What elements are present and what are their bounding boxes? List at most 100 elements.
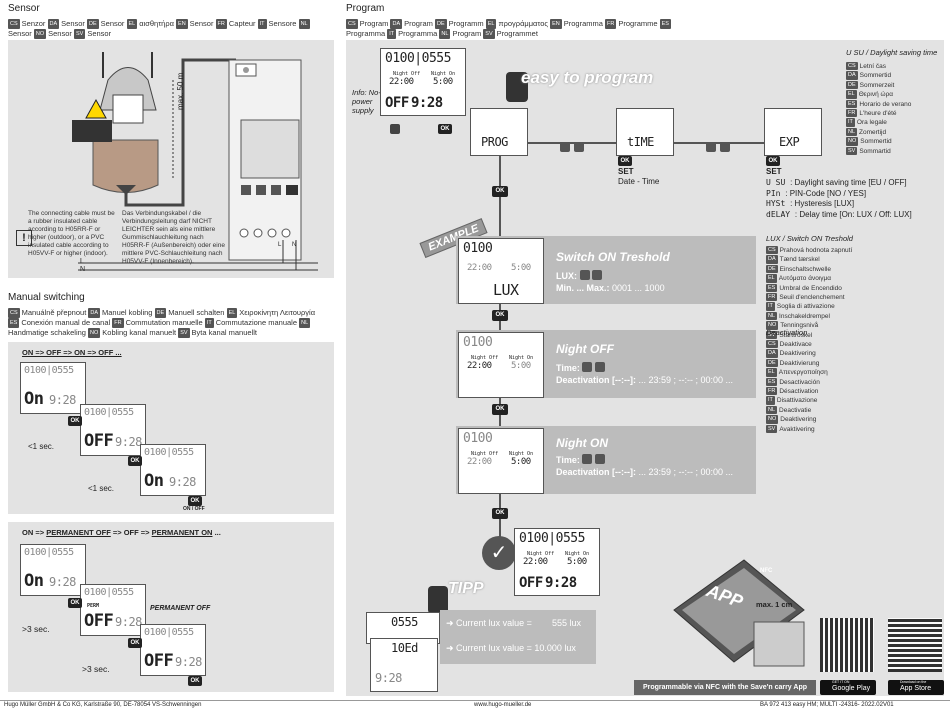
ok-step-2[interactable]: OK	[492, 404, 508, 415]
nfc-tag: NFC	[760, 568, 773, 574]
tipp-thumb-icon	[428, 586, 448, 614]
info-no-power: Info: No-power supply	[352, 88, 381, 115]
press-short-1: <1 sec.	[28, 442, 55, 451]
lcd-device-1: 0100|0555 On 9:28	[20, 362, 86, 414]
lcd-device-4: 0100|0555 On 9:28	[20, 544, 86, 596]
ok-button-6[interactable]: OK	[188, 676, 202, 686]
nfc-phone-illustration	[673, 559, 805, 667]
seq2-label: ON => PERMANENT OFF => OFF => PERMANENT …	[22, 528, 221, 537]
lcd-exp[interactable]: EXP	[764, 108, 822, 156]
tipp-row2: ➜ Current lux value = 10.000 lux	[446, 643, 576, 653]
menu-button[interactable]	[390, 124, 400, 134]
step2-lcd: 0100 Night Off Night On 22:00 5:00	[458, 332, 544, 398]
main-ok-button[interactable]: OK	[438, 124, 452, 134]
program-title: Program	[346, 3, 385, 14]
ok-button-2[interactable]: OK	[128, 456, 142, 466]
done-check-icon: ✓	[482, 536, 516, 570]
press-long-2: >3 sec.	[82, 664, 110, 674]
ok-button-3[interactable]: OK	[188, 496, 202, 506]
exp-set-label: SET	[766, 167, 782, 176]
step2-title: Night OFF	[556, 342, 614, 356]
exp-ok-button[interactable]: OK	[766, 156, 780, 166]
lcd-prog[interactable]: PROG	[470, 108, 528, 156]
warning-icon: !	[16, 230, 32, 246]
lang-entry: NLHandmatige schakeling	[8, 318, 311, 337]
press-short-2: <1 sec.	[88, 484, 115, 493]
max-length-label: max. 50 m	[176, 72, 185, 110]
nfc-banner: Programmable via NFC with the Save'n car…	[634, 680, 816, 695]
terminal-n-label: N	[292, 242, 297, 248]
minus-plus-1[interactable]	[560, 138, 585, 156]
step1-title: Switch ON Treshold	[556, 250, 670, 264]
easy-to-program: easy to program	[521, 68, 654, 87]
tipp-row1-value: 555 lux	[552, 618, 582, 628]
ok-button-5[interactable]: OK	[128, 638, 142, 648]
lcd-time[interactable]: tIME	[616, 108, 674, 156]
ok-step-3[interactable]: OK	[492, 508, 508, 519]
app-store-badge[interactable]: Download on the App Store	[888, 680, 944, 695]
max-distance: max. 1 cm	[756, 600, 793, 609]
lcd-device-6: 0100|0555 OFF 9:28	[140, 624, 206, 676]
footer-website[interactable]: www.hugo-mueller.de	[474, 702, 532, 708]
google-play-badge[interactable]: GET IT ON Google Play	[820, 680, 876, 695]
ok-button-4[interactable]: OK	[68, 598, 82, 608]
minus-plus-2[interactable]	[706, 138, 731, 156]
ok-step-1[interactable]: OK	[492, 310, 508, 321]
ok-step-0[interactable]: OK	[492, 186, 508, 197]
dst-title: U SU / Daylight saving time	[846, 48, 938, 57]
tipp-label: TIPP	[448, 580, 484, 597]
tipp-row1: ➜ Current lux value =	[446, 618, 532, 628]
ok-button-1[interactable]: OK	[68, 416, 82, 426]
sensor-diagram	[72, 52, 318, 271]
terminal-l-label: L	[278, 242, 282, 248]
exp-items: U SU : Daylight saving time [EU / OFF]PI…	[766, 178, 912, 220]
thumb-icon	[506, 72, 528, 102]
time-ok-button[interactable]: OK	[618, 156, 632, 166]
sensor-title: Sensor	[8, 3, 40, 14]
manual-panel-1: ON => OFF => ON => OFF ... 0100|0555 On …	[8, 342, 334, 514]
qr-code-apple[interactable]	[888, 618, 942, 672]
date-time-label: Date - Time	[618, 177, 660, 186]
qr-code-google[interactable]	[820, 618, 874, 672]
step1-lux: LUX:	[556, 270, 603, 281]
lcd-device-3: 0100|0555 On 9:28	[140, 444, 206, 496]
onoff-label: ON / OFF	[183, 506, 205, 512]
